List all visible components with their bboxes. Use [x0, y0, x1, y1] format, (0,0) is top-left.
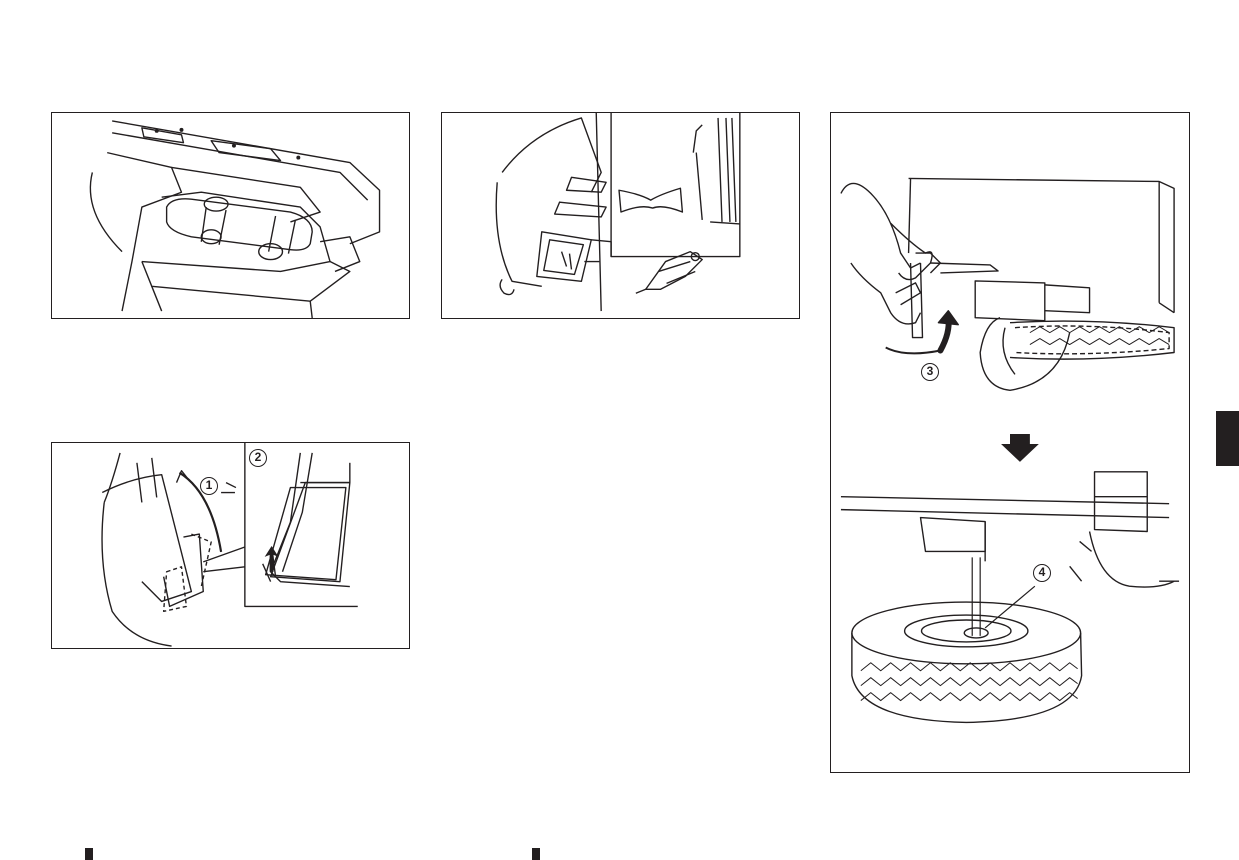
up-arrow-icon — [264, 545, 279, 572]
curved-arrow-icon — [178, 471, 223, 553]
figure-tool-storage — [441, 112, 800, 319]
callout-1: 1 — [200, 477, 218, 495]
figure-spare-tire-hanger — [51, 112, 410, 319]
tool-storage-drawing — [495, 113, 741, 312]
figure-storage-cover-open: 1 2 — [51, 442, 410, 649]
spare-tire-lowering-drawing — [840, 177, 1180, 724]
section-thumb-tab — [1216, 411, 1239, 466]
curved-arrow-icon — [885, 346, 941, 355]
callout-2: 2 — [249, 449, 267, 467]
callout-3: 3 — [921, 363, 939, 381]
hanger-drawing — [89, 120, 381, 318]
footer-mark-left — [85, 848, 93, 860]
callout-4: 4 — [1033, 564, 1051, 582]
footer-mark-right — [532, 848, 540, 860]
figure-spare-tire-lowering: 3 4 — [830, 112, 1190, 773]
storage-cover-drawing — [101, 443, 358, 647]
down-arrow-icon — [1001, 434, 1039, 462]
